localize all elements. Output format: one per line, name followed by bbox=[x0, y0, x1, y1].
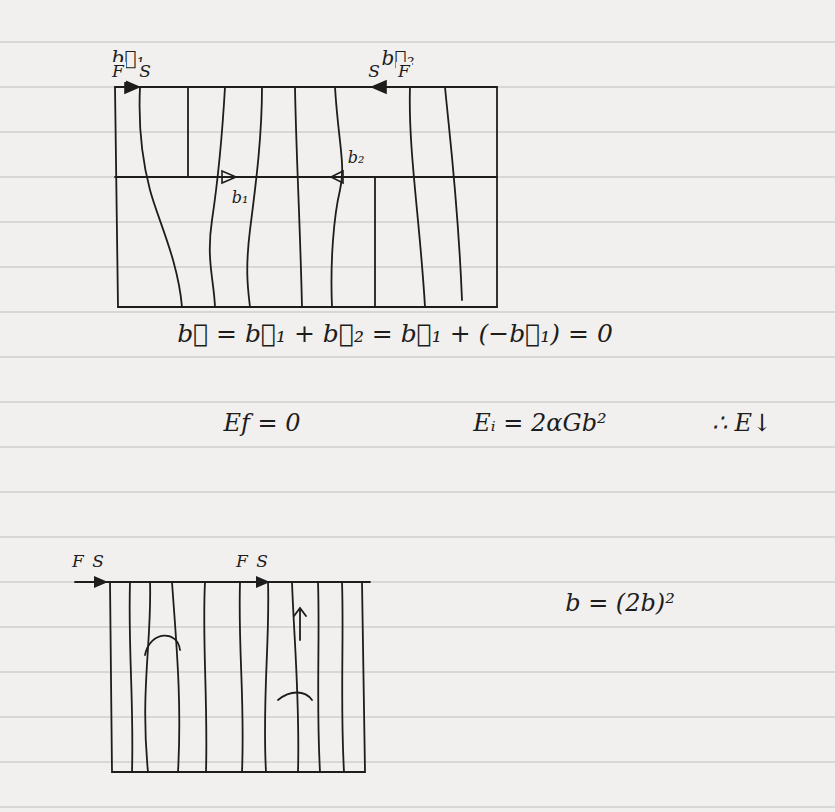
ruled-lines bbox=[0, 42, 835, 807]
energy-equation: Eᵢ = 2αGb² bbox=[471, 410, 608, 438]
start-mark: S bbox=[366, 62, 382, 82]
dislocation-label: b₁ bbox=[230, 189, 251, 207]
finish-mark: F bbox=[234, 552, 250, 572]
finish-mark: F bbox=[396, 62, 412, 82]
energy-equation: Ef = 0 bbox=[221, 410, 302, 438]
finish-mark: F bbox=[110, 62, 126, 82]
dislocation-label: b₂ bbox=[346, 149, 367, 167]
burgers-sum-equation: b⃗ = b⃗₁ + b⃗₂ = b⃗₁ + (−b⃗₁) = 0 bbox=[175, 320, 615, 349]
burgers-arrows-top bbox=[125, 81, 386, 183]
crystal-bottom bbox=[75, 582, 370, 772]
start-mark: S bbox=[137, 62, 153, 82]
energy-conclusion: ∴ E↓ bbox=[710, 410, 774, 438]
crystal-top bbox=[115, 87, 497, 307]
burgers-equation: b = (2b)² bbox=[563, 590, 677, 618]
burgers-arrows-bottom bbox=[94, 576, 270, 588]
start-mark: S bbox=[254, 552, 270, 572]
finish-mark: F bbox=[70, 552, 86, 572]
start-mark: S bbox=[90, 552, 106, 572]
